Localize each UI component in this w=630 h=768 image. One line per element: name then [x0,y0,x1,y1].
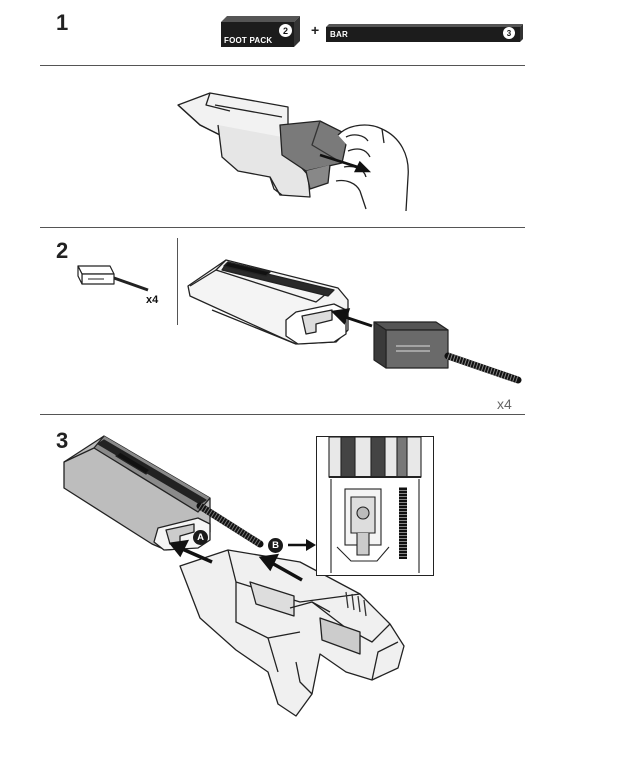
vertical-divider [177,238,178,325]
bar-badge: 3 [503,27,515,39]
insert-arrow [330,308,373,328]
step3-illustration [63,435,405,717]
callout-b: B [268,538,283,553]
foot-pack-label: FOOT PACK [224,36,273,45]
threaded-bolt [444,352,522,384]
quantity-large: x4 [497,396,512,412]
step-number-1: 1 [56,10,69,35]
foot-pack-badge: 2 [279,24,292,37]
arrow-b [269,560,303,582]
arrow-a [179,546,213,564]
insert-with-bolt-small [77,265,149,292]
foot-pack-box: FOOT PACK 2 [221,16,300,47]
step-number-3: 3 [56,428,69,453]
bar-box-shape [326,24,523,42]
detail-inset [316,436,434,576]
pull-arrow [319,153,372,173]
detail-pointer-arrow [288,539,316,551]
divider-1 [40,65,525,66]
step2-illustration [187,259,522,384]
plus-sign: + [311,22,320,38]
quantity-small: x4 [146,294,159,306]
bar-box: BAR 3 [326,24,523,42]
step-number-2: 2 [56,238,69,263]
bar-label: BAR [330,30,348,39]
detail-inset-drawing [328,437,422,573]
step1-illustration [177,92,409,212]
divider-3 [40,414,525,415]
callout-a: A [193,530,208,545]
divider-2 [40,227,525,228]
